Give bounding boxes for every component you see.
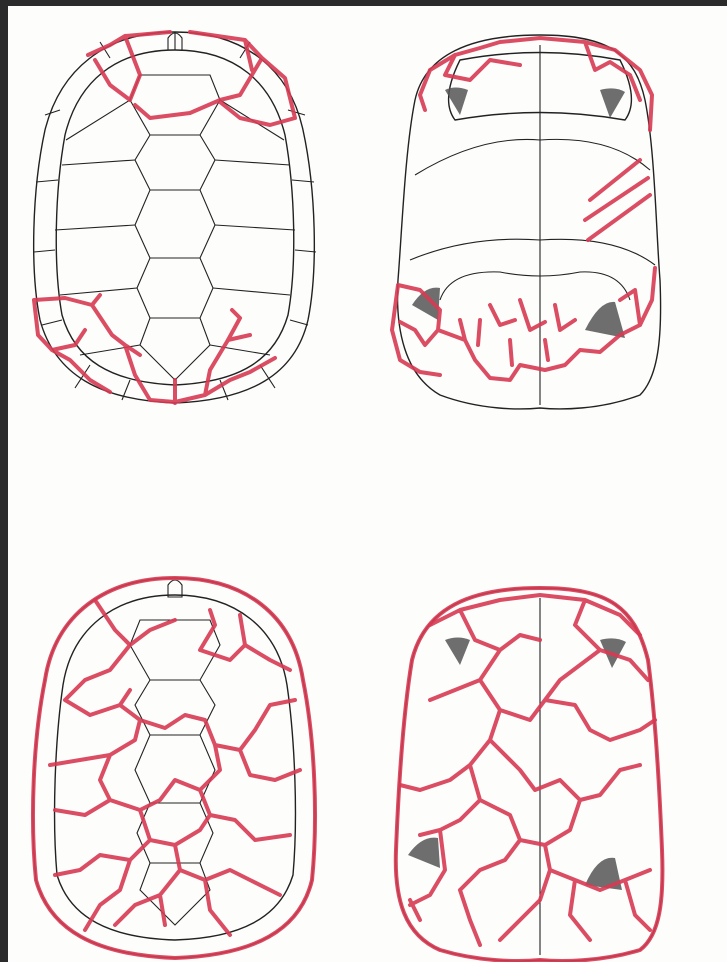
plastron-bottom bbox=[396, 588, 663, 961]
carapace-top bbox=[34, 32, 316, 403]
marginal-inner bbox=[56, 50, 293, 385]
figure-frame: .outline { fill: none; stroke: #222; str… bbox=[8, 6, 727, 962]
shell-outline bbox=[33, 578, 315, 958]
fracture-lines bbox=[33, 578, 315, 958]
carapace-bottom bbox=[33, 578, 315, 958]
turtle-shell-illustration: .outline { fill: none; stroke: #222; str… bbox=[8, 6, 727, 962]
plastron-pit bbox=[445, 638, 470, 666]
plastron-top bbox=[392, 35, 661, 409]
plastron-pit bbox=[408, 838, 440, 868]
marginal-inner bbox=[55, 595, 296, 940]
plastron-pit bbox=[585, 302, 625, 338]
plastron-pit bbox=[600, 88, 625, 118]
fracture-lines bbox=[34, 32, 295, 403]
vertebral-scutes bbox=[130, 32, 220, 380]
